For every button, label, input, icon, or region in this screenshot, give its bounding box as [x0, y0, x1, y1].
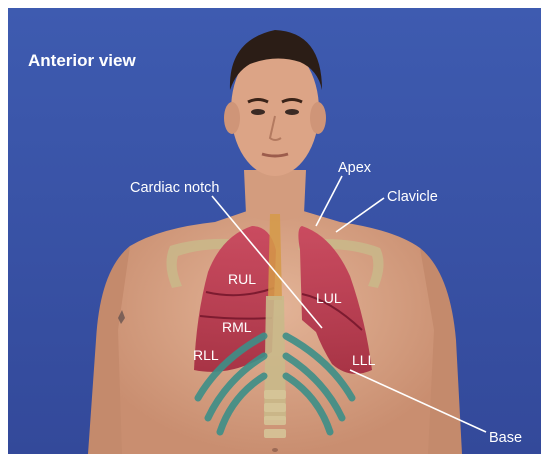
sternum: [264, 296, 286, 420]
label-apex: Apex: [338, 160, 372, 176]
right-ear: [224, 102, 240, 134]
trachea: [268, 214, 282, 300]
view-title: Anterior view: [28, 51, 136, 70]
lobe-rml: RML: [222, 319, 252, 335]
left-eye: [285, 109, 299, 115]
neck: [244, 170, 306, 221]
label-cardiac-notch: Cardiac notch: [130, 180, 219, 196]
lobe-rul: RUL: [228, 271, 256, 287]
lobe-lul: LUL: [316, 290, 342, 306]
label-base: Base: [489, 430, 522, 446]
lobe-lll: LLL: [352, 352, 376, 368]
right-eye: [251, 109, 265, 115]
navel: [272, 448, 278, 452]
left-ear: [310, 102, 326, 134]
lobe-rll: RLL: [193, 347, 219, 363]
label-clavicle: Clavicle: [387, 189, 438, 205]
